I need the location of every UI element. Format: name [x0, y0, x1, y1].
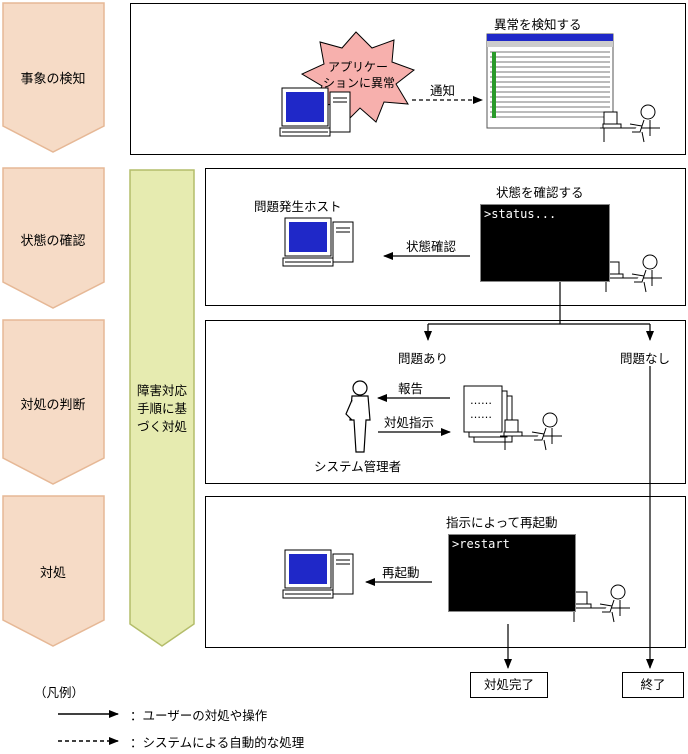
- monitor-caption: 異常を検知する: [494, 17, 582, 32]
- operator-icon: [570, 584, 630, 623]
- admin-person-icon: [345, 380, 371, 453]
- no-problem-label: 問題なし: [620, 351, 671, 366]
- restart-label: 再起動: [382, 565, 420, 580]
- status-terminal-caption: 状態を確認する: [496, 185, 584, 200]
- phase-arrow-detect: [2, 2, 105, 153]
- panel-status: [205, 168, 686, 306]
- phase-label-judge: 対処の判断: [20, 398, 86, 413]
- operator-icon: [600, 104, 660, 143]
- phase-label-respond: 対処: [39, 566, 66, 581]
- restart-terminal-caption: 指示によって再起動: [446, 515, 558, 530]
- status-check-label: 状態確認: [406, 239, 457, 254]
- panel-respond: [205, 496, 686, 648]
- problem-label: 問題あり: [398, 351, 449, 366]
- phase-label-detect: 事象の検知: [20, 72, 86, 87]
- legend-title: （凡例）: [34, 685, 85, 700]
- notify-label: 通知: [430, 83, 456, 98]
- monitoring-window-icon: [486, 33, 614, 129]
- problem-host-computer-icon: [282, 217, 354, 267]
- legend-dashed-label: ：システムによる自動的な処理: [130, 735, 305, 750]
- phase-arrow-judge: [2, 319, 105, 485]
- done-box: 対処完了: [470, 672, 548, 698]
- alert-text-line2: ションに異常: [322, 76, 395, 90]
- procedure-band-shape: [129, 169, 195, 647]
- phase-arrow-status: [2, 167, 105, 309]
- phase-label-status: 状態の確認: [20, 234, 86, 249]
- panel-detect: [130, 3, 686, 155]
- end-box: 終了: [622, 672, 684, 698]
- restart-terminal: >restart: [448, 534, 576, 612]
- restart-terminal-text: >restart: [452, 537, 510, 551]
- phase-arrow-respond: [2, 495, 105, 647]
- legend-solid-label: ：ユーザーの対処や操作: [130, 708, 268, 723]
- procedure-band-label: 障害対応 手順に基 づく対処: [136, 383, 187, 434]
- operator-icon: [500, 412, 562, 451]
- status-terminal: >status...: [480, 204, 610, 282]
- operator-icon: [602, 254, 662, 293]
- status-terminal-text: >status...: [484, 207, 557, 221]
- alert-text-line1: アプリケー: [328, 60, 389, 74]
- instruct-label: 対処指示: [384, 415, 435, 430]
- doc-text-line2: ……: [470, 408, 492, 421]
- host-caption: 問題発生ホスト: [254, 199, 342, 214]
- app-host-computer-icon: [279, 87, 351, 137]
- panel-judge: [205, 320, 686, 484]
- doc-text-line1: ……: [470, 394, 492, 407]
- restart-host-computer-icon: [282, 549, 354, 599]
- admin-caption: システム管理者: [314, 459, 402, 474]
- report-label: 報告: [398, 381, 424, 396]
